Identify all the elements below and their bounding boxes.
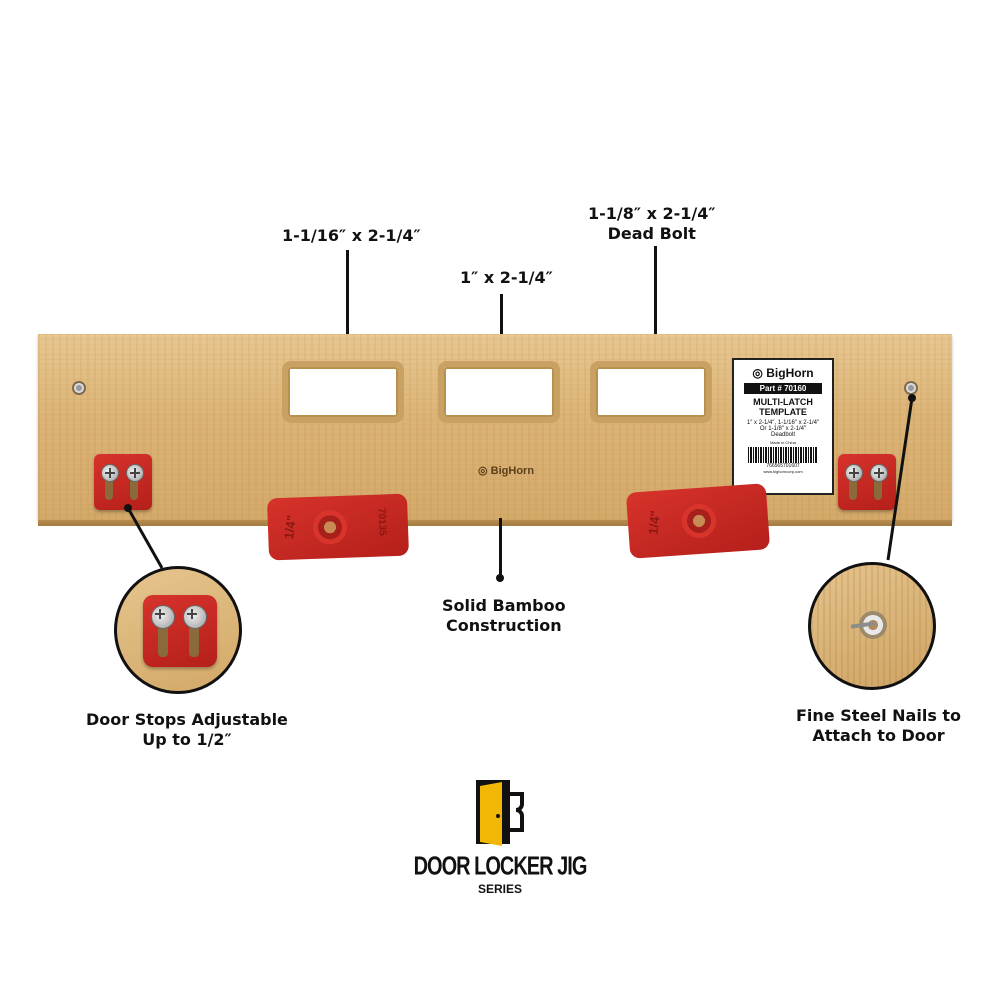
inset-door-stop-detail <box>114 566 242 694</box>
callout-line-slot-left <box>346 250 349 355</box>
screw-icon <box>870 464 888 482</box>
callout-line-bamboo <box>499 518 502 580</box>
nail-hole-left-icon <box>72 381 86 395</box>
callout-bamboo-line1: Solid Bamboo <box>442 596 566 615</box>
board-brand-text: BigHorn <box>490 465 535 477</box>
screw-icon <box>126 464 144 482</box>
callout-slot-right: 1-1/8″ x 2-1/4″ Dead Bolt <box>588 204 716 244</box>
connector-line-nails <box>886 397 914 561</box>
label-desc-line3: Deadbolt <box>770 432 796 438</box>
stop-slot-left-b <box>130 472 138 500</box>
label-desc-line2: Or 1-1/8″ x 2-1/4″ <box>759 426 807 432</box>
callout-line-slot-right <box>654 246 657 354</box>
callout-slot-right-line1: 1-1/8″ x 2-1/4″ <box>588 204 716 223</box>
callout-bamboo: Solid Bamboo Construction <box>442 596 566 636</box>
label-barcode-number: 766565701607 <box>766 463 800 469</box>
callout-bamboo-line2: Construction <box>446 616 562 635</box>
label-made-in: Made in China <box>770 440 796 445</box>
callout-nails-line1: Fine Steel Nails to <box>796 706 962 725</box>
label-title-line2: TEMPLATE <box>759 407 807 417</box>
door-stop-left[interactable] <box>94 454 152 510</box>
callout-stops: Door Stops Adjustable Up to 1/2″ <box>86 710 288 750</box>
callout-stops-line1: Door Stops Adjustable <box>86 710 288 729</box>
callout-line-slot-middle <box>500 294 503 356</box>
stop-slot-right-a <box>849 472 857 500</box>
inset-nail-detail <box>808 562 936 690</box>
nail-hole-right-icon <box>904 381 918 395</box>
label-brand: ◎ BigHorn <box>734 366 832 380</box>
latch-slot-left <box>282 361 404 423</box>
connector-line-stops <box>126 507 164 569</box>
screw-icon <box>183 605 207 629</box>
label-part: Part # 70160 <box>744 383 822 394</box>
callout-nails-line2: Attach to Door <box>812 726 945 745</box>
label-title-line1: MULTI-LATCH <box>753 397 813 407</box>
door-locker-icon <box>476 780 524 846</box>
callout-slot-left: 1-1/16″ x 2-1/4″ <box>282 226 421 245</box>
screw-icon <box>101 464 119 482</box>
door-stop-right[interactable] <box>838 454 896 510</box>
callout-nails: Fine Steel Nails to Attach to Door <box>796 706 961 746</box>
connector-dot-stops <box>124 504 132 512</box>
screw-icon <box>151 605 175 629</box>
screw-icon <box>845 464 863 482</box>
callout-slot-middle: 1″ x 2-1/4″ <box>460 268 553 287</box>
logo-subtitle: SERIES <box>477 882 522 896</box>
callout-slot-right-line2: Dead Bolt <box>607 224 696 243</box>
latch-slot-middle <box>438 361 560 423</box>
callout-dot-bamboo <box>496 574 504 582</box>
bighorn-logo-icon: ◎ <box>752 366 763 380</box>
series-logo: DOOR LOCKER JIG SERIES <box>400 776 600 896</box>
barcode <box>748 447 818 463</box>
stop-slot-right-b <box>874 472 882 500</box>
label-website: www.bighorncorp.com <box>763 469 803 474</box>
label-brand-text: BigHorn <box>766 366 814 380</box>
latch-slot-right <box>590 361 712 423</box>
inset-stop-slot-a <box>158 621 168 657</box>
connector-dot-nails <box>908 394 916 402</box>
bighorn-logo-icon: ◎ <box>478 465 488 477</box>
logo-title: DOOR LOCKER JIG <box>413 852 588 882</box>
stop-slot-left-a <box>105 472 113 500</box>
inset-door-stop <box>143 595 217 667</box>
label-desc-line1: 1″ x 2-1/4″, 1-1/16″ x 2-1/4″ <box>746 420 820 426</box>
product-label: ◎ BigHorn Part # 70160 MULTI-LATCH TEMPL… <box>732 358 834 495</box>
board-brand-mark: ◎ BigHorn <box>478 464 534 477</box>
callout-stops-line2: Up to 1/2″ <box>142 730 232 749</box>
inset-stop-slot-b <box>189 621 199 657</box>
